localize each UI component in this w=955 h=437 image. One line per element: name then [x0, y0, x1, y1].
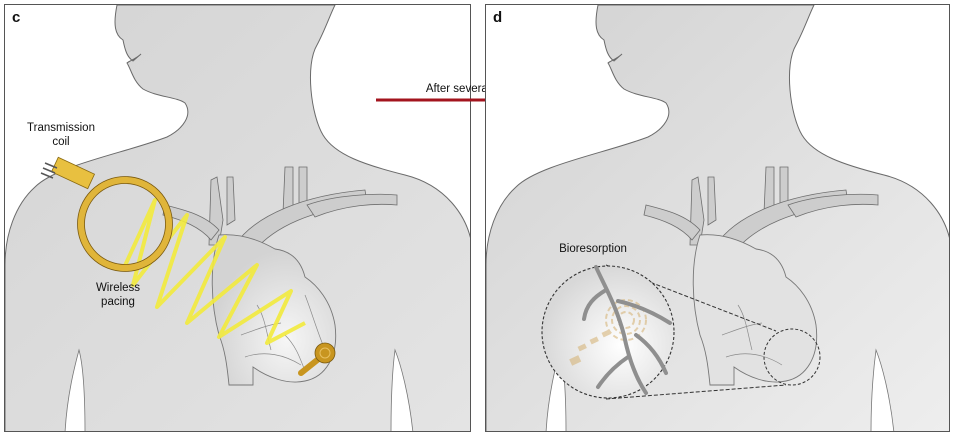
panel-d: d Bioresorption [485, 4, 950, 432]
heart [692, 234, 818, 386]
great-vessels [643, 166, 879, 256]
magnified-view [541, 265, 675, 399]
transmission-coil [40, 156, 173, 272]
label-line: coil [52, 136, 70, 148]
label-line: Wireless [95, 282, 141, 294]
label-line: pacing [101, 296, 135, 308]
panel-label-c: c [12, 9, 21, 26]
label-line: Transmission [27, 122, 95, 134]
bioresorption-label: Bioresorption [559, 243, 627, 255]
resorption-site-circle [763, 328, 821, 386]
wireless-pacing-label: Wireless pacing [83, 281, 153, 309]
zoom-line-bottom [605, 384, 787, 400]
panel-d-illustration [486, 5, 949, 431]
wireless-wave [121, 198, 306, 345]
left-arm-gap [64, 348, 86, 431]
great-vessels [162, 166, 398, 256]
transmission-coil-label: Transmission coil [13, 121, 109, 149]
right-arm-gap [870, 348, 895, 431]
coil-ring [77, 176, 173, 272]
coronary-vessels [721, 304, 783, 366]
panel-c-illustration [5, 5, 470, 431]
coronary-vessels [240, 294, 324, 372]
pacing-device [298, 342, 336, 376]
body-silhouette [5, 5, 470, 431]
right-arm-gap [390, 348, 414, 431]
panel-c: c Transmission coil Wireless pacing [4, 4, 471, 432]
panel-label-d: d [493, 9, 503, 26]
coil-connector [50, 156, 96, 190]
coronary-branches [582, 265, 672, 395]
